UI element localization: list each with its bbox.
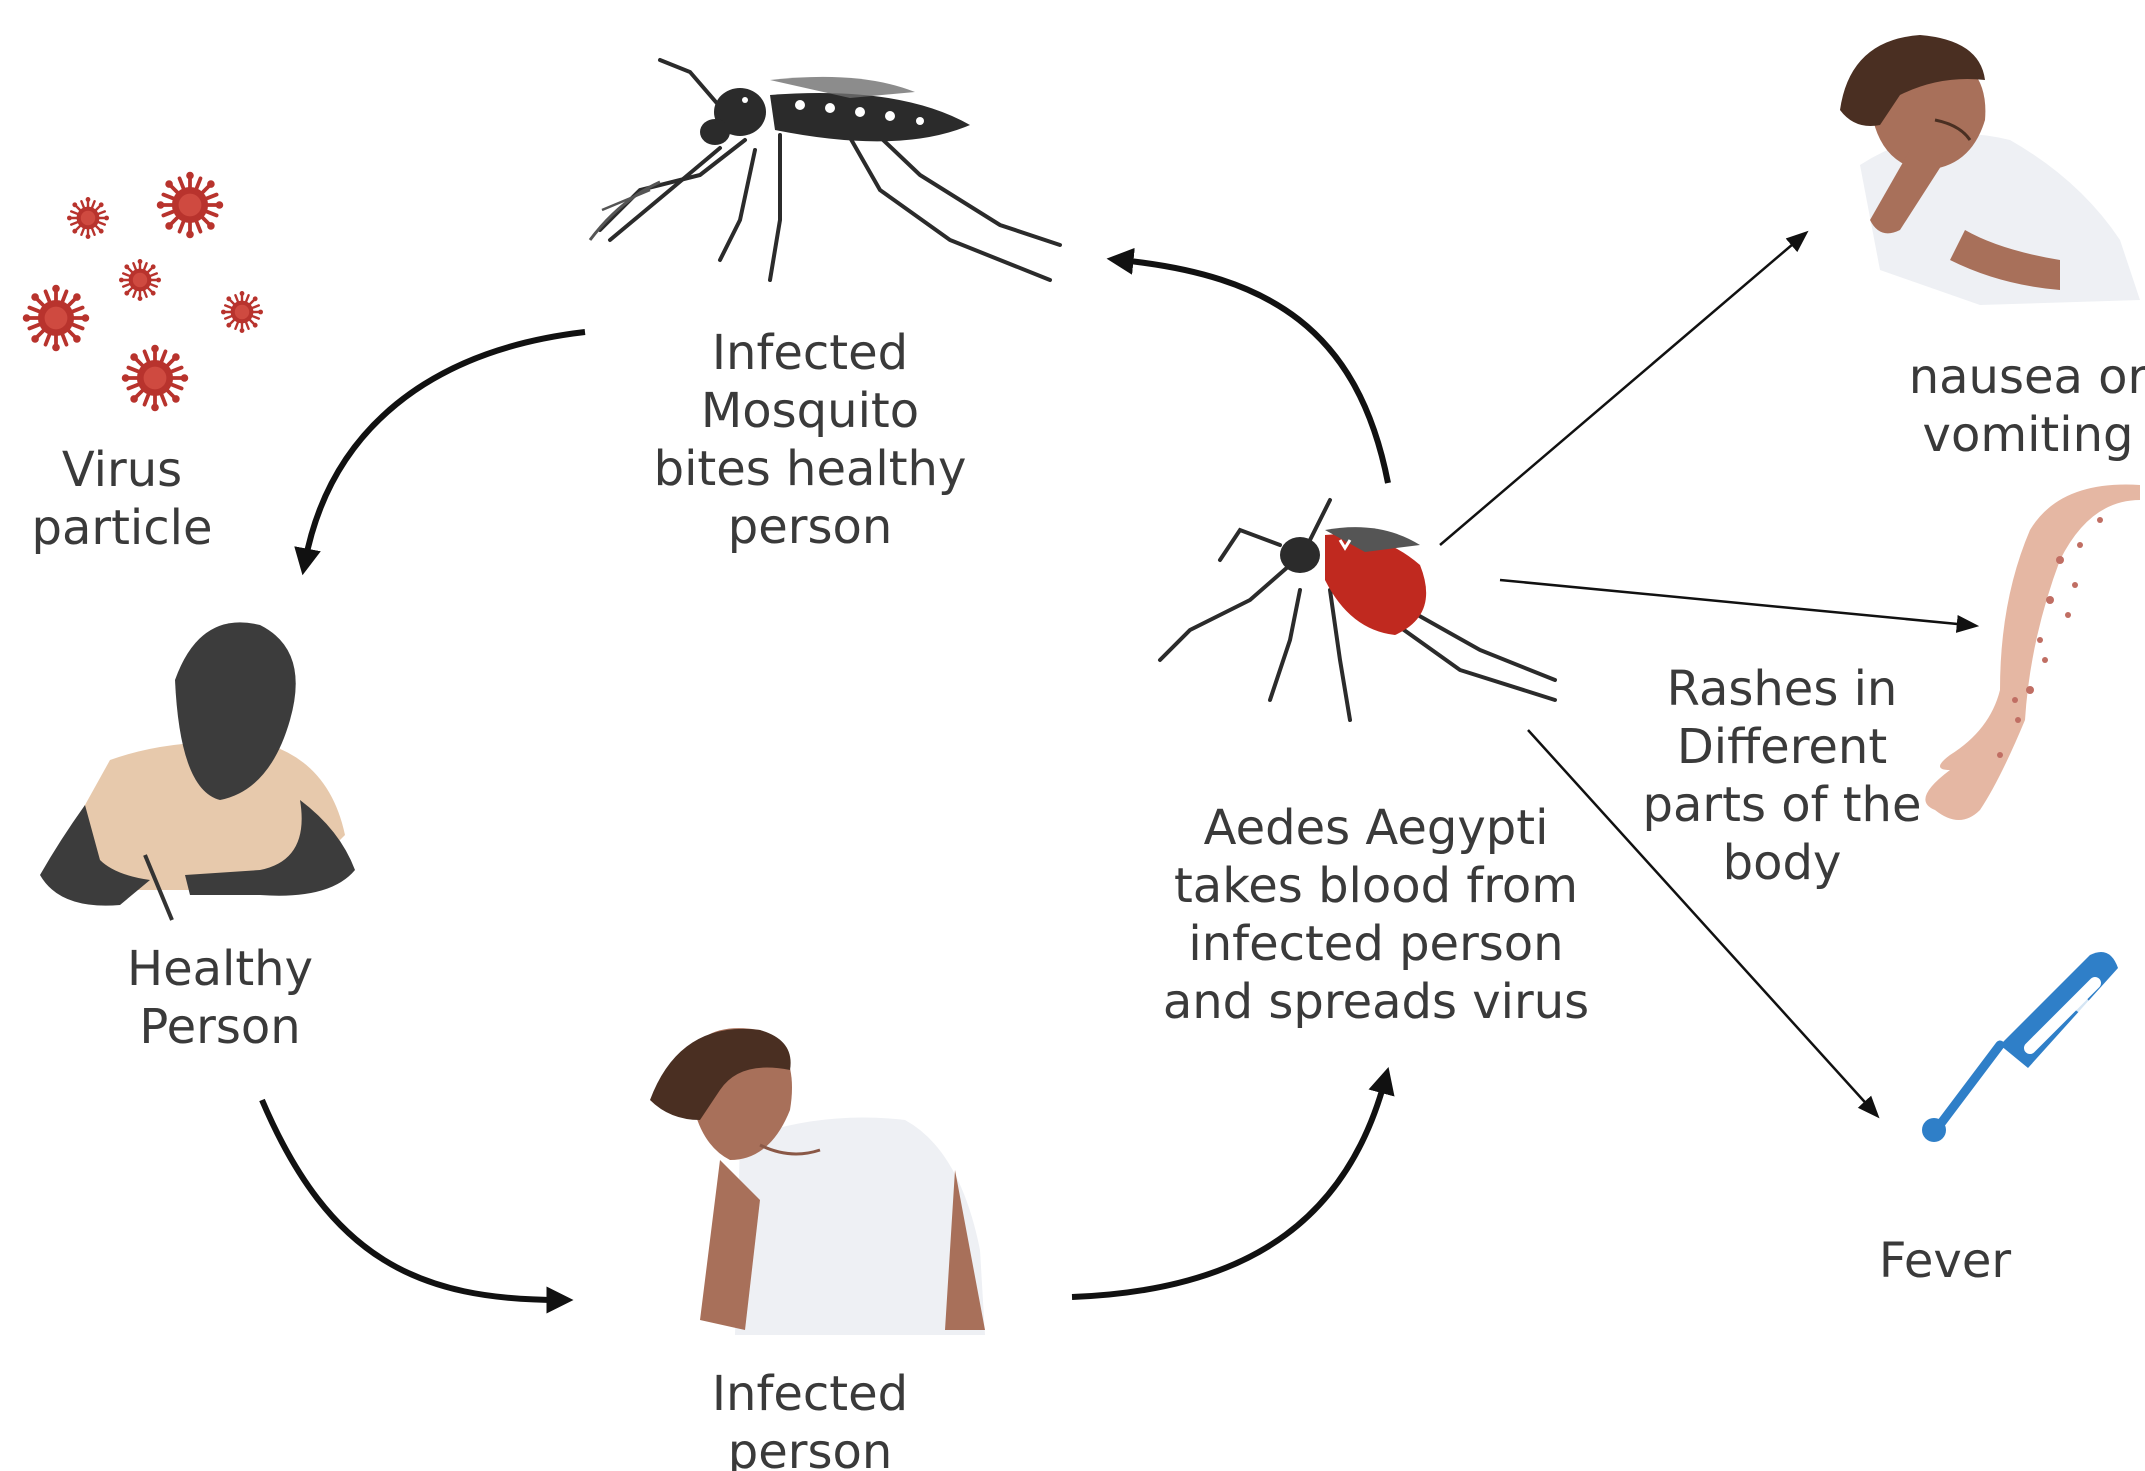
mosquito-icon — [590, 60, 1060, 280]
blood-fed-mosquito-icon — [1160, 500, 1555, 720]
virus-icon — [23, 172, 263, 412]
thermometer-icon — [1922, 952, 2118, 1142]
arrow-infected-to-aedes — [1072, 1080, 1385, 1297]
arrow-to-nausea — [1440, 238, 1800, 545]
rash-arm-icon — [1925, 485, 2140, 820]
sick-person-icon — [650, 1028, 985, 1335]
arrow-mosquito-to-healthy — [305, 332, 585, 562]
arrow-aedes-to-mosquito — [1120, 260, 1388, 483]
arrow-to-rashes — [1500, 580, 1968, 625]
fever-label: Fever — [1879, 1232, 2011, 1290]
silhouette-person-icon — [40, 622, 355, 920]
arrow-healthy-to-infected — [262, 1100, 560, 1300]
vomiting-person-icon — [1840, 35, 2140, 305]
